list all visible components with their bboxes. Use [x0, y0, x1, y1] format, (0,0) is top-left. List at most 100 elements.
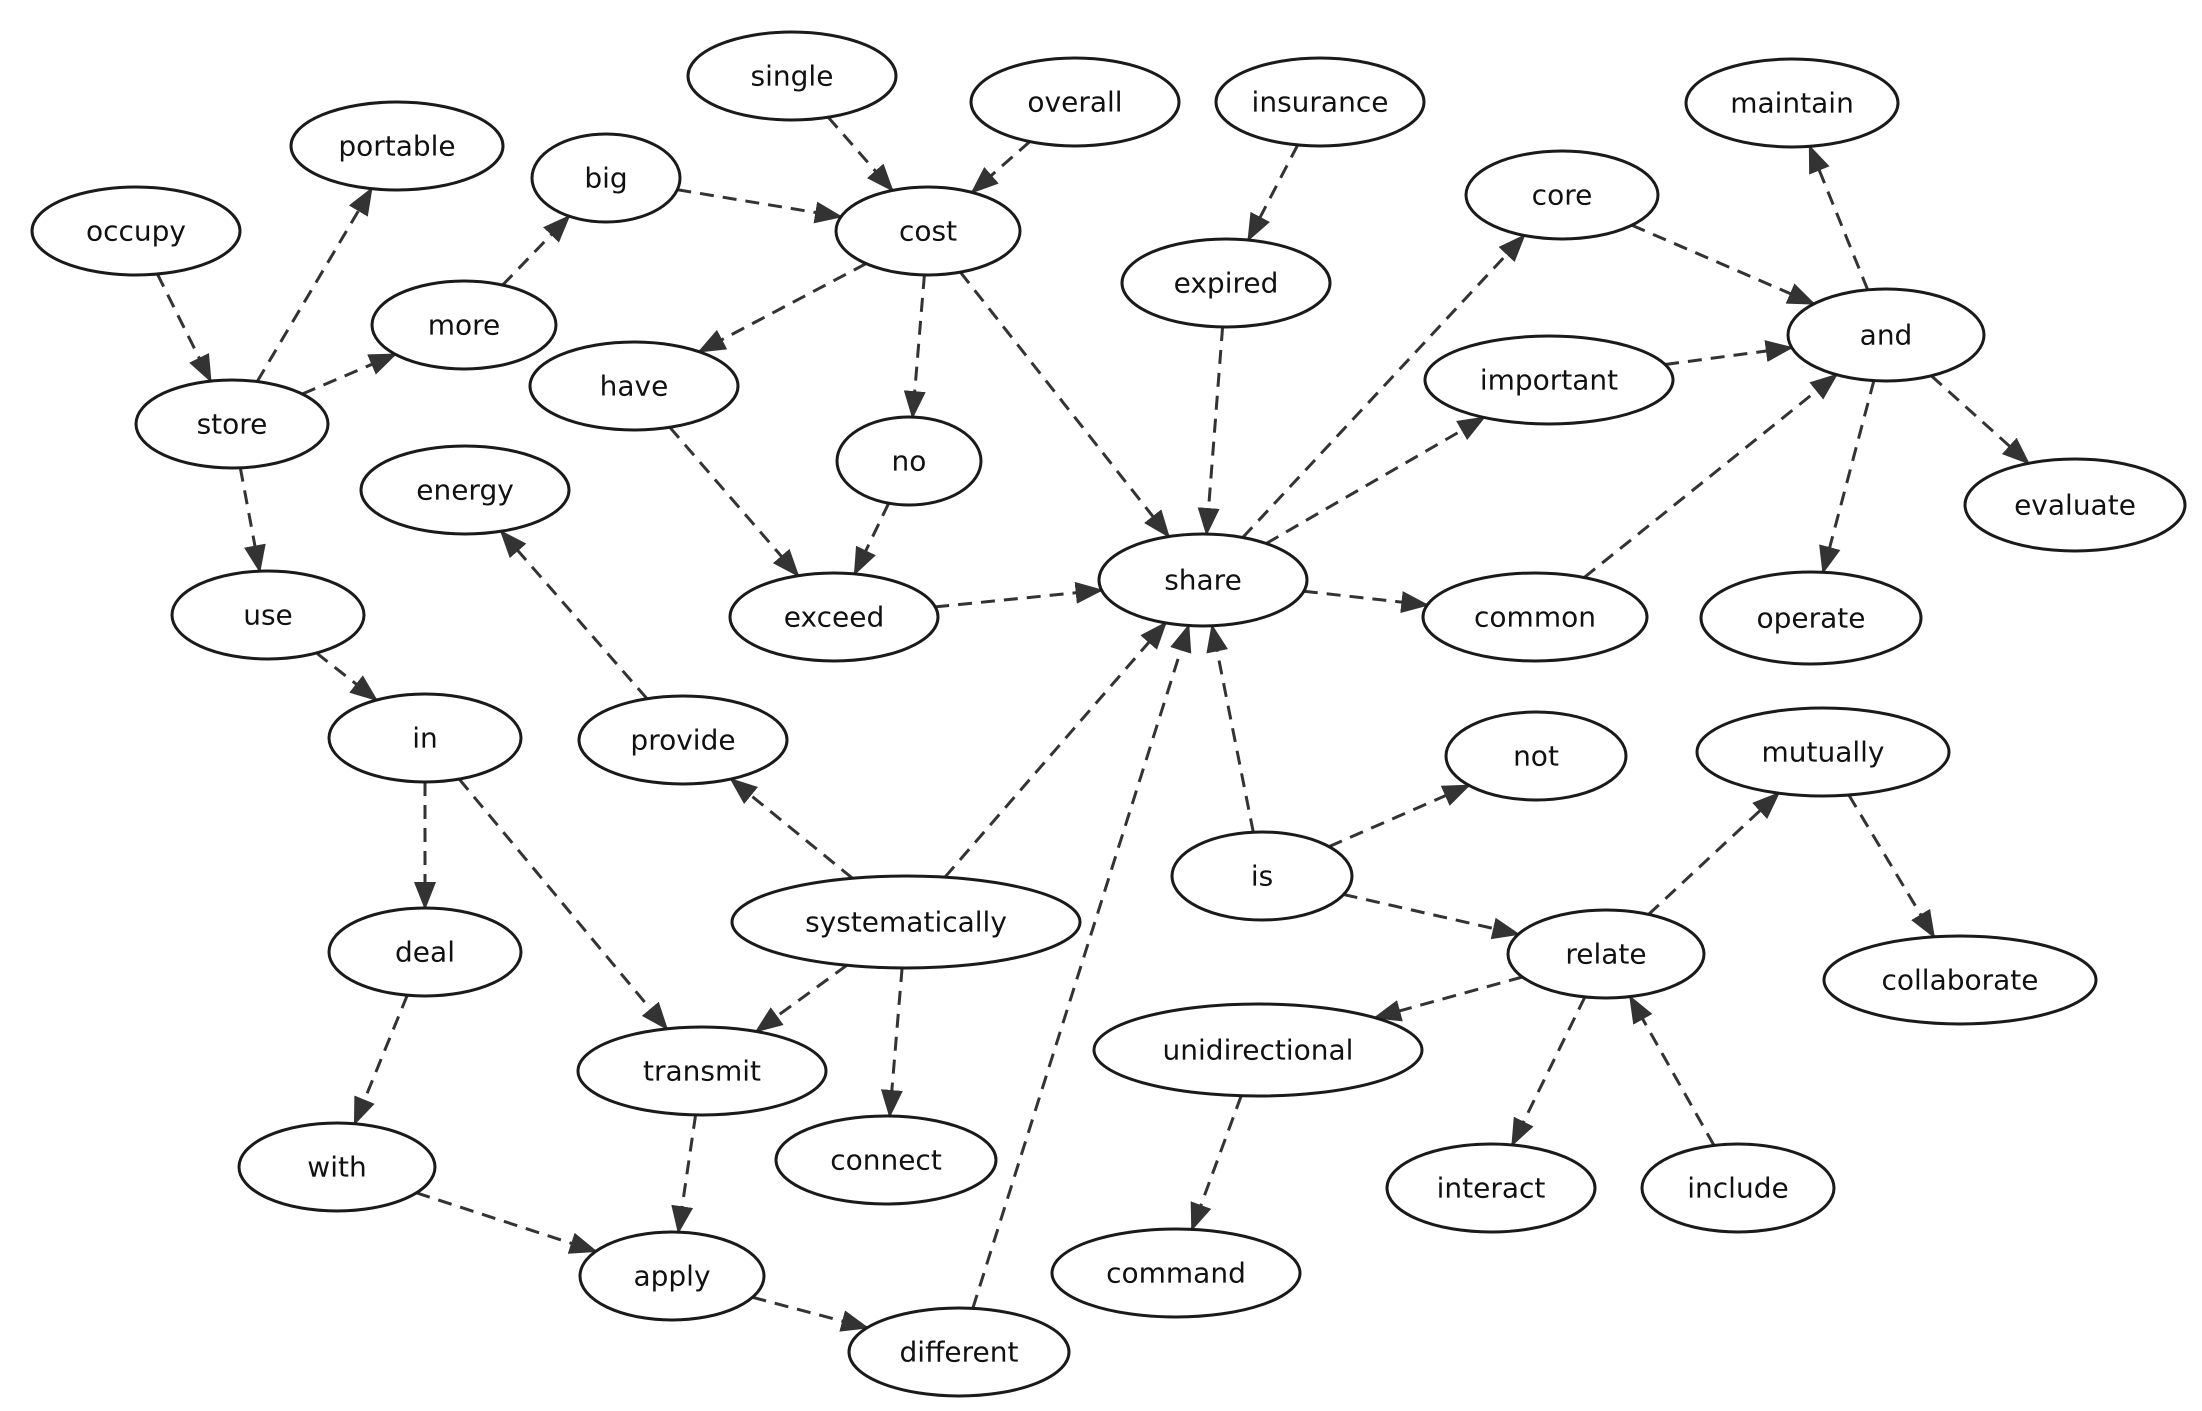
edge-with-to-apply: [415, 1191, 598, 1254]
node-label: maintain: [1730, 87, 1854, 120]
node-label: deal: [395, 936, 455, 969]
edge-single-to-cost: [827, 116, 894, 192]
node-label: expired: [1174, 267, 1279, 300]
edge-relate-to-unidirectional: [1372, 975, 1523, 1022]
edge-provide-to-energy: [499, 529, 649, 700]
node-ellipse: [969, 56, 1181, 148]
node-cost: cost: [834, 185, 1022, 277]
node-label: exceed: [784, 601, 884, 634]
node-and: and: [1786, 287, 1986, 383]
node-label: different: [900, 1336, 1019, 1369]
edge-different-to-share: [971, 623, 1192, 1309]
node-ellipse: [728, 571, 940, 663]
node-label: unidirectional: [1163, 1034, 1354, 1067]
node-expired: expired: [1120, 237, 1332, 329]
node-command: command: [1050, 1227, 1302, 1319]
edge-systematically-to-transmit: [754, 964, 848, 1033]
node-exceed: exceed: [728, 571, 940, 663]
node-ellipse: [1684, 57, 1900, 149]
node-ellipse: [370, 279, 558, 371]
node-label: common: [1474, 601, 1596, 634]
node-label: no: [892, 445, 927, 478]
node-label: big: [584, 162, 627, 195]
node-maintain: maintain: [1684, 57, 1900, 149]
node-ellipse: [576, 1025, 828, 1117]
node-ellipse: [847, 1306, 1071, 1398]
node-label: energy: [416, 474, 514, 507]
node-ellipse: [1506, 908, 1706, 1000]
node-store: store: [134, 378, 330, 470]
node-label: connect: [830, 1144, 942, 1177]
node-label: with: [307, 1151, 366, 1184]
edge-deal-to-with: [353, 994, 409, 1126]
node-evaluate: evaluate: [1963, 457, 2187, 553]
node-have: have: [528, 340, 740, 432]
node-ellipse: [1120, 237, 1332, 329]
edge-no-to-exceed: [853, 502, 891, 576]
edge-cost-to-no: [903, 274, 926, 420]
node-ellipse: [1050, 1227, 1302, 1319]
node-ellipse: [1822, 934, 2098, 1026]
edge-and-to-operate: [1819, 380, 1876, 575]
edge-is-to-not: [1328, 784, 1471, 848]
node-common: common: [1421, 571, 1649, 663]
node-interact: interact: [1385, 1142, 1597, 1234]
node-use: use: [170, 569, 366, 661]
node-label: include: [1687, 1172, 1788, 1205]
edge-relate-to-mutually: [1647, 791, 1781, 916]
edge-systematically-to-connect: [880, 967, 904, 1118]
edge-store-to-portable: [255, 186, 373, 383]
edge-occupy-to-store: [156, 273, 213, 383]
node-ellipse: [30, 185, 242, 277]
node-not: not: [1444, 710, 1628, 802]
node-label: interact: [1437, 1172, 1546, 1205]
node-label: more: [428, 309, 501, 342]
node-label: core: [1532, 179, 1593, 212]
edge-and-to-maintain: [1808, 144, 1870, 291]
node-insurance: insurance: [1214, 56, 1426, 148]
node-label: operate: [1756, 602, 1865, 635]
edge-cost-to-have: [697, 262, 867, 354]
node-ellipse: [1963, 457, 2187, 553]
node-different: different: [847, 1306, 1071, 1398]
node-ellipse: [134, 378, 330, 470]
edge-big-to-cost: [677, 188, 843, 224]
edge-more-to-big: [501, 214, 571, 287]
node-collaborate: collaborate: [1822, 934, 2098, 1026]
node-ellipse: [1640, 1142, 1836, 1234]
node-systematically: systematically: [730, 874, 1082, 970]
node-occupy: occupy: [30, 185, 242, 277]
node-ellipse: [1695, 706, 1951, 798]
edge-use-to-in: [315, 651, 379, 702]
node-label: in: [412, 722, 438, 755]
node-label: overall: [1027, 86, 1122, 119]
node-energy: energy: [359, 444, 571, 536]
edge-have-to-exceed: [668, 426, 800, 578]
node-ellipse: [170, 569, 366, 661]
node-overall: overall: [969, 56, 1181, 148]
node-single: single: [686, 30, 898, 122]
node-ellipse: [1423, 334, 1675, 426]
node-label: insurance: [1252, 86, 1389, 119]
node-ellipse: [1699, 570, 1923, 666]
node-ellipse: [578, 1230, 766, 1322]
node-ellipse: [774, 1114, 998, 1206]
edge-store-to-use: [238, 467, 266, 574]
node-in: in: [327, 692, 523, 784]
edge-insurance-to-expired: [1246, 144, 1300, 242]
edge-in-to-transmit: [458, 778, 669, 1031]
node-apply: apply: [578, 1230, 766, 1322]
node-label: occupy: [86, 215, 186, 248]
edge-overall-to-cost: [970, 140, 1031, 194]
node-ellipse: [1786, 287, 1986, 383]
node-ellipse: [1385, 1142, 1597, 1234]
node-ellipse: [327, 906, 523, 998]
node-ellipse: [834, 185, 1022, 277]
node-share: share: [1097, 532, 1309, 628]
node-ellipse: [1421, 571, 1649, 663]
node-include: include: [1640, 1142, 1836, 1234]
node-label: not: [1513, 740, 1559, 773]
node-provide: provide: [577, 694, 789, 786]
edge-core-to-and: [1631, 223, 1816, 306]
node-ellipse: [359, 444, 571, 536]
